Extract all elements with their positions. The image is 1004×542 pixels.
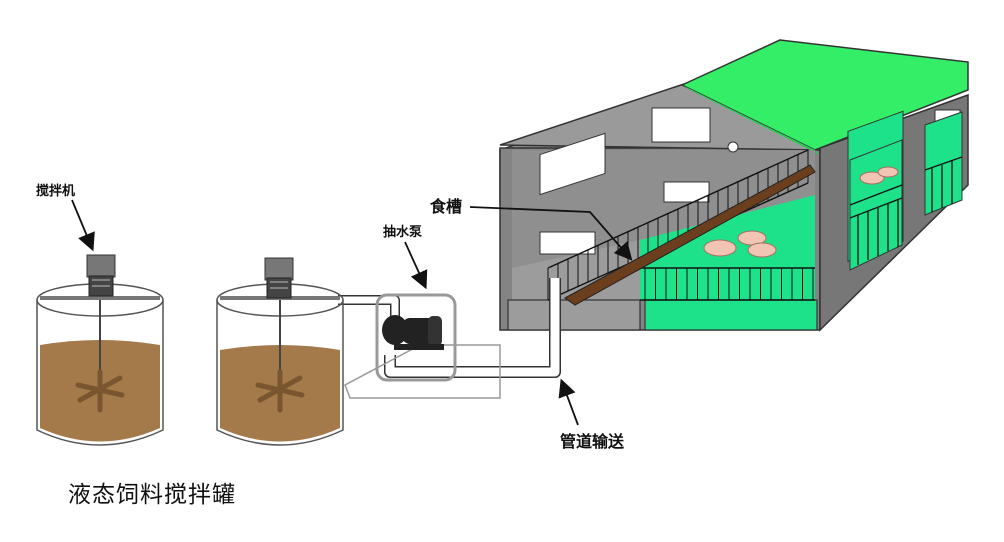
pipeline-arrow [558,378,579,426]
water-pump-icon [382,315,444,350]
mixer-motor-icon [264,257,294,299]
mixer-arrow [71,199,95,252]
pig-icon [703,166,899,258]
pump-highlight-box [375,293,457,382]
mixing-tank-1 [36,254,164,446]
mixer-label: 搅拌机 [36,184,76,199]
pig-barn [499,38,969,332]
tank-caption: 液态饲料搅拌罐 [68,482,236,508]
pump-arrow [404,241,428,290]
mixing-tank-2 [216,257,344,446]
pump-label: 抽水泵 [383,225,423,240]
callout-arrows [71,199,633,426]
pipeline-label: 管道输送 [560,432,625,451]
mixer-motor-icon [86,254,116,297]
feed-trough [564,164,816,306]
trough-arrow [469,206,633,261]
front-pen-base [644,299,818,331]
trough-label: 食槽 [430,197,463,216]
